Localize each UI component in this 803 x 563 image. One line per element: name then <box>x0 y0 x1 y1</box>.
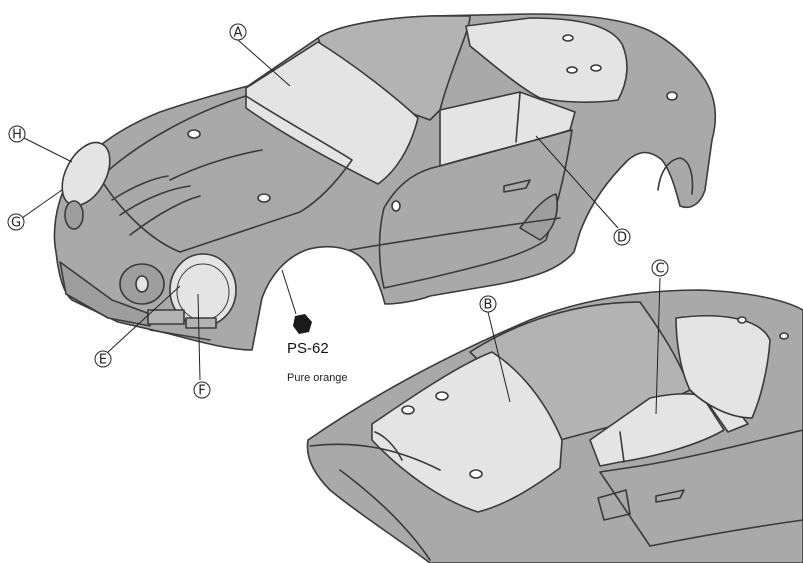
callout-b: B <box>479 295 497 313</box>
callout-h-label: H <box>12 128 22 143</box>
rear-vent <box>374 431 403 461</box>
rear-window-large <box>371 351 563 513</box>
callout-c-label: C <box>655 262 664 277</box>
rear-shoulder-line <box>309 443 441 471</box>
callout-b-label: B <box>484 298 493 313</box>
leader-line-d <box>535 135 619 229</box>
chin-spoiler <box>149 329 211 341</box>
car-body-rear-view <box>306 289 803 563</box>
rear-wheel-arch <box>657 157 694 195</box>
leader-line-e <box>107 285 181 353</box>
hood-vent-3 <box>129 195 201 236</box>
side-intake <box>519 193 558 241</box>
rear-window-top <box>465 17 628 103</box>
leader-lines <box>21 39 661 415</box>
hood-vent-1 <box>111 175 169 201</box>
leader-line-c <box>655 277 661 415</box>
windshield-window <box>245 41 419 185</box>
rear-door-handle <box>655 489 685 503</box>
leader-line-h <box>23 137 73 163</box>
mount-hole <box>391 200 401 212</box>
mount-hole <box>566 66 578 74</box>
door-handle <box>503 179 531 193</box>
mount-hole <box>562 34 574 42</box>
side-window-rear <box>589 393 725 467</box>
rear-lower-line <box>339 469 431 561</box>
rear-door-outline <box>599 429 803 547</box>
mount-hole <box>779 332 789 340</box>
fog-light-inner <box>135 275 149 293</box>
callout-g: G <box>7 213 25 231</box>
license-plate <box>147 309 185 325</box>
paint-name-label: Pure orange <box>287 372 348 384</box>
hood-vent-2 <box>119 185 191 216</box>
callout-a-label: A <box>234 26 243 41</box>
paint-spec: PS-62 Pure orange <box>287 314 348 384</box>
paint-code-label: PS-62 <box>287 340 329 357</box>
callout-d: D <box>613 228 631 246</box>
mount-hole <box>666 91 678 101</box>
mount-hole <box>187 129 201 139</box>
car-body-front-view <box>53 13 717 351</box>
leader-line-b <box>487 311 511 403</box>
front-bumper <box>59 261 151 327</box>
leader-line-f <box>197 293 201 381</box>
callout-f-label: F <box>198 384 205 399</box>
headlight-left-lower <box>64 200 84 230</box>
callout-c: C <box>651 259 669 277</box>
mount-hole <box>401 405 415 415</box>
leader-line-paint <box>281 269 297 315</box>
door-outline <box>378 129 573 289</box>
rear-fuel-flap <box>597 489 631 521</box>
hood-outline <box>99 95 353 253</box>
callout-e: E <box>94 350 112 368</box>
mount-hole <box>737 316 747 324</box>
callout-h: H <box>8 125 26 143</box>
callout-a: A <box>229 23 247 41</box>
side-window-pillar <box>515 92 521 143</box>
callout-f: F <box>193 381 211 399</box>
mount-hole <box>435 391 449 401</box>
hood-crease <box>169 149 263 181</box>
callout-g-label: G <box>11 216 21 231</box>
mount-hole <box>590 64 602 72</box>
side-sill-line <box>349 217 561 251</box>
rear-window-pillar <box>619 431 625 463</box>
mount-hole <box>257 193 271 203</box>
callout-e-label: E <box>99 353 107 368</box>
mount-hole <box>469 469 483 479</box>
leader-line-a <box>237 39 291 87</box>
callout-d-label: D <box>617 231 627 246</box>
paint-spray-icon <box>293 314 312 334</box>
front-grille <box>185 317 217 329</box>
leader-line-g <box>21 189 63 219</box>
